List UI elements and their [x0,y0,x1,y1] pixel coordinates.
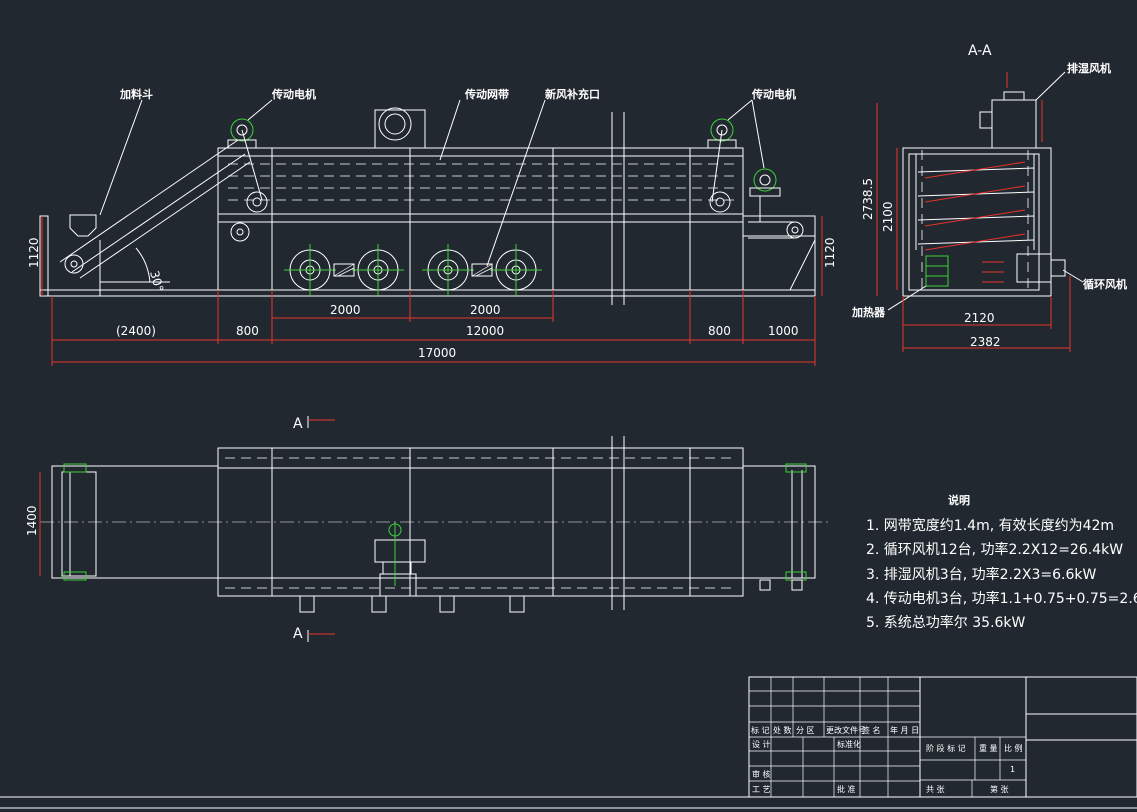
dim-1000: 1000 [768,324,799,338]
label-hopper: 加料斗 [119,87,153,101]
tb-header: 更改文件号 [826,725,866,735]
circ-fan-icon [1050,259,1066,277]
label-heater: 加热器 [851,305,886,319]
motor-left-icon [227,118,263,201]
section-view [876,71,1084,352]
tb-check: 审 核 [752,769,771,779]
tb-scale: 1 [1010,765,1015,774]
motor-plan-icon [374,522,426,597]
heater-icon [925,255,949,287]
circulation-fans-front [284,244,542,296]
tb-approve: 批 准 [837,784,856,794]
pulley-icon [64,254,84,274]
dim-1400: 1400 [25,505,39,536]
plan-view [39,416,830,642]
tb-standard: 标准化 [837,739,861,749]
tb-header: 标 记 [751,725,770,735]
label-fresh-air: 新风补充口 [545,87,600,101]
section-marker-top: A [293,416,303,432]
exhaust-fan-front-icon [374,107,426,149]
motor-right-icon [707,118,737,203]
dim-h-left: 1120 [27,237,41,268]
tb-header: 分 区 [796,726,815,735]
tb-stage: 阶 段 标 记 [926,743,966,753]
exhaust-fan-section-icon [979,72,1043,149]
dim-h-right: 1120 [823,237,837,268]
notes-title: 说明 [948,493,970,507]
note-item: 2. 循环风机12台, 功率2.2X12=26.4kW [866,541,1123,558]
label-motor-left: 传动电机 [271,87,316,101]
tb-scale-header: 比 例 [1004,743,1023,753]
section-marker-bottom: A [293,626,303,642]
dim-2000-2: 2000 [470,303,501,317]
dim-17000: 17000 [418,346,456,360]
hopper-icon [69,214,97,237]
dim-2120: 2120 [964,311,995,325]
tb-sheet: 第 张 [990,784,1009,794]
front-view [39,99,823,366]
title-block [748,676,1137,798]
label-belt: 传动网带 [464,87,509,101]
note-item: 4. 传动电机3台, 功率1.1+0.75+0.75=2.6kW [866,590,1137,607]
dim-2000-1: 2000 [330,303,361,317]
tb-design: 设 计 [752,739,771,749]
dim-2400: (2400) [116,324,156,338]
tb-process: 工 艺 [752,785,771,794]
note-item: 5. 系统总功率尔 35.6kW [866,614,1026,631]
tb-header: 处 数 [773,725,792,735]
dim-2382: 2382 [970,335,1001,349]
note-item: 1. 网带宽度约1.4m, 有效长度约为42m [866,517,1114,534]
tb-header: 签 名 [862,725,881,735]
fan-nozzle-icon [299,595,315,613]
notes-block: 说明 1. 网带宽度约1.4m, 有效长度约为42m 2. 循环风机12台, 功… [866,493,1137,631]
tb-weight: 重 量 [979,743,998,753]
section-title: A-A [968,43,992,59]
angle-label: 30° [147,269,166,293]
tb-total: 共 张 [926,785,945,794]
note-item: 3. 排湿风机3台, 功率2.2X3=6.6kW [866,566,1096,583]
dim-800-left: 800 [236,324,259,338]
label-motor-right: 传动电机 [751,87,796,101]
label-circ-fan: 循环风机 [1083,277,1127,291]
dim-12000: 12000 [466,324,504,338]
dim-2100: 2100 [881,201,895,232]
label-exhaust-fan: 排湿风机 [1067,61,1111,75]
tb-header: 年 月 日 [890,725,919,735]
dim-2738: 2738.5 [861,178,875,220]
dim-800-right: 800 [708,324,731,338]
